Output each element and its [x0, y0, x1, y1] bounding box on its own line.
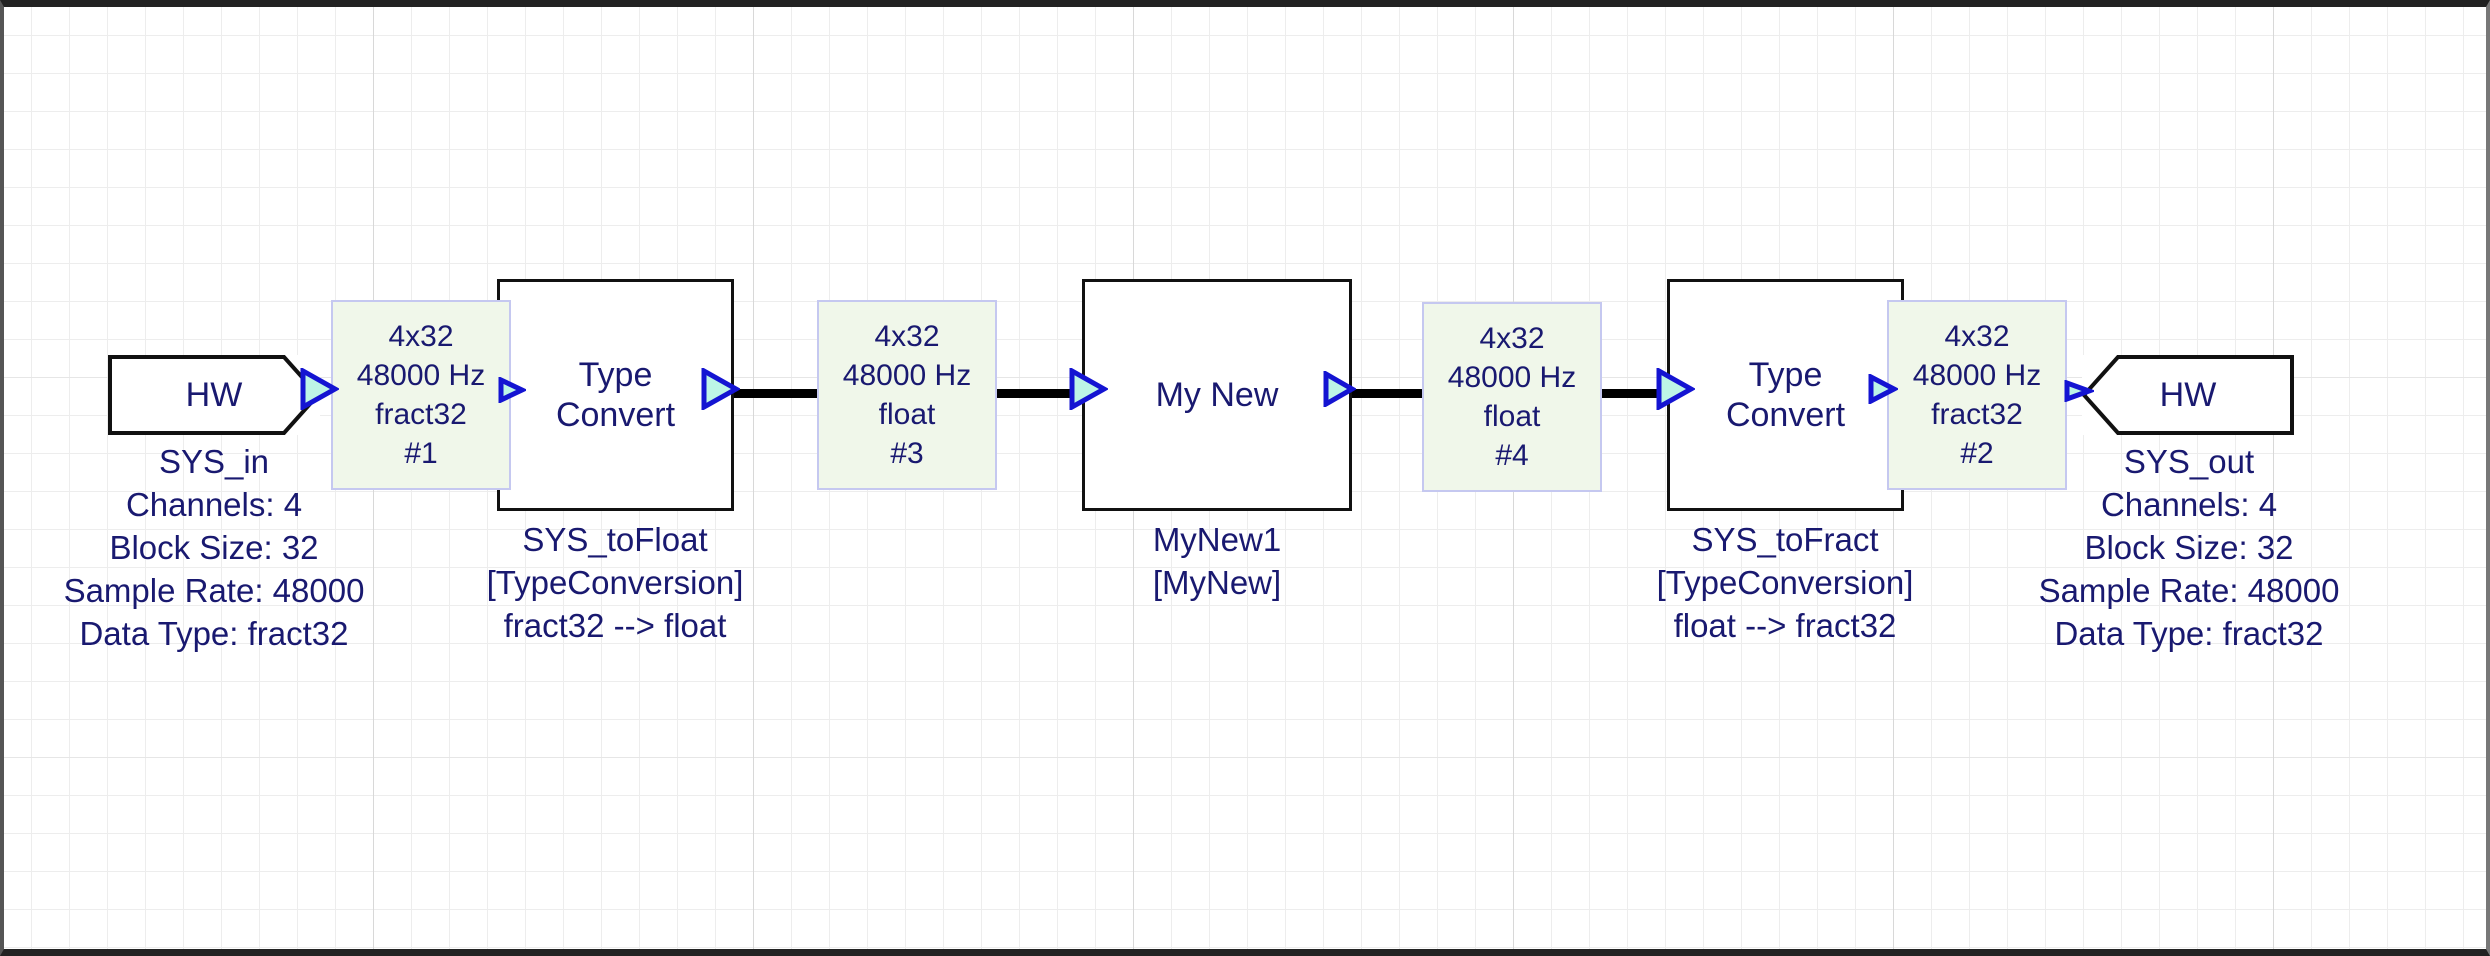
caption-line: Sample Rate: 48000	[63, 571, 365, 609]
probe-box-2[interactable]: 4x32 48000 Hz fract32 #2	[1887, 300, 2067, 490]
probe-dtype: float	[1483, 400, 1541, 433]
block-sys-out-label: HW	[2159, 375, 2217, 414]
block-label-line1: My New	[1155, 375, 1279, 414]
caption-line: MyNew1	[1152, 521, 1282, 558]
probe-dims: 4x32	[874, 320, 940, 353]
probe-dims: 4x32	[388, 320, 454, 353]
block-label-line2: Convert	[1725, 396, 1846, 434]
input-port-arrow-icon[interactable]	[498, 377, 526, 403]
probe-dtype: float	[878, 398, 936, 431]
caption-line: Data Type: fract32	[2054, 614, 2324, 652]
caption-line: SYS_toFract	[1691, 521, 1879, 558]
block-sys-out[interactable]: HW	[2082, 355, 2294, 435]
probe-dims: 4x32	[1944, 320, 2010, 353]
caption-line: Block Size: 32	[109, 528, 319, 566]
block-mynew-label: My New	[1156, 375, 1279, 415]
block-sys-in[interactable]: HW	[108, 355, 320, 435]
caption-line: Data Type: fract32	[79, 614, 349, 652]
output-port-arrow-icon[interactable]	[1868, 374, 1898, 404]
caption-mynew: MyNew1 [MyNew]	[1017, 519, 1417, 605]
caption-line: Channels: 4	[2100, 485, 2278, 523]
caption-line: Channels: 4	[125, 485, 303, 523]
caption-sys-tofloat: SYS_toFloat [TypeConversion] fract32 -->…	[415, 519, 815, 648]
block-sys-tofloat[interactable]: Type Convert	[497, 279, 734, 511]
output-port-arrow-icon[interactable]	[700, 368, 740, 410]
probe-dims: 4x32	[1479, 322, 1545, 355]
block-sys-tofract-label: Type Convert	[1726, 355, 1845, 435]
caption-line: [TypeConversion]	[1656, 563, 1914, 601]
probe-rate: 48000 Hz	[1912, 359, 2042, 392]
input-port-arrow-icon[interactable]	[2064, 380, 2094, 402]
caption-line: fract32 --> float	[503, 606, 727, 644]
probe-rate: 48000 Hz	[842, 359, 972, 392]
probe-index: #2	[1960, 437, 1994, 470]
block-label-line1: Type	[1748, 355, 1823, 394]
probe-index: #1	[404, 437, 438, 470]
caption-line: float --> fract32	[1673, 606, 1897, 644]
probe-box-4[interactable]: 4x32 48000 Hz float #4	[1422, 302, 1602, 492]
probe-index: #4	[1495, 439, 1529, 472]
probe-dtype: fract32	[1931, 398, 2023, 431]
probe-dtype: fract32	[375, 398, 467, 431]
block-mynew[interactable]: My New	[1082, 279, 1352, 511]
probe-rate: 48000 Hz	[1447, 361, 1577, 394]
output-port-arrow-icon[interactable]	[1322, 371, 1356, 407]
caption-line: Block Size: 32	[2084, 528, 2294, 566]
caption-line: SYS_toFloat	[522, 521, 708, 558]
input-port-arrow-icon[interactable]	[1655, 368, 1695, 410]
block-label-line2: Convert	[555, 396, 676, 434]
block-sys-tofloat-label: Type Convert	[556, 355, 675, 435]
block-sys-in-label: HW	[185, 375, 243, 414]
input-port-arrow-icon[interactable]	[1068, 368, 1108, 410]
caption-line: [TypeConversion]	[486, 563, 744, 601]
probe-index: #3	[890, 437, 924, 470]
caption-sys-tofract: SYS_toFract [TypeConversion] float --> f…	[1585, 519, 1985, 648]
output-port-arrow-icon[interactable]	[299, 368, 339, 410]
probe-box-3[interactable]: 4x32 48000 Hz float #3	[817, 300, 997, 490]
caption-line: [MyNew]	[1152, 563, 1282, 601]
probe-rate: 48000 Hz	[356, 359, 486, 392]
probe-box-1[interactable]: 4x32 48000 Hz fract32 #1	[331, 300, 511, 490]
block-label-line1: Type	[578, 355, 653, 394]
caption-line: Sample Rate: 48000	[2038, 571, 2340, 609]
